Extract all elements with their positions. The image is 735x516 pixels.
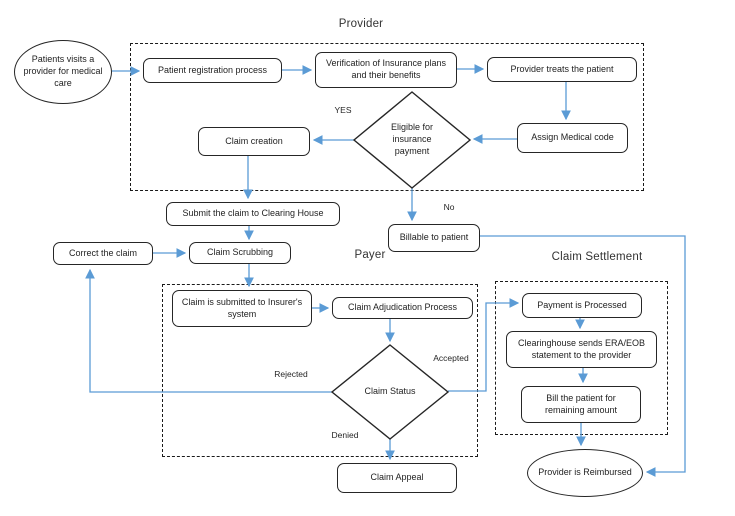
payer-region-box: [162, 284, 478, 457]
yes-edge-label: YES: [334, 105, 352, 115]
settlement-region-title: Claim Settlement: [551, 251, 643, 263]
claim-creation-step: Claim creation: [198, 127, 310, 156]
registration-step: Patient registration process: [143, 58, 282, 83]
assign-code-step: Assign Medical code: [517, 123, 628, 153]
clearinghouse-era-step: Clearinghouse sends ERA/EOB statement to…: [506, 331, 657, 368]
rejected-edge-label: Rejected: [274, 369, 308, 379]
eligible-decision-label: Eligible for insurance payment: [390, 122, 434, 156]
adjudication-step: Claim Adjudication Process: [332, 297, 473, 319]
claim-appeal-step: Claim Appeal: [337, 463, 457, 493]
eligible-decision-diamond: [352, 91, 472, 189]
claim-status-decision-diamond: [330, 344, 450, 440]
reimbursed-terminator: Provider is Reimbursed: [527, 449, 643, 497]
provider-region-box: [130, 43, 644, 191]
verification-step: Verification of Insurance plans and thei…: [315, 52, 457, 88]
provider-region-title: Provider: [338, 18, 384, 30]
start-terminator: Patients visits a provider for medical c…: [14, 40, 112, 104]
edge-status-accepted-to-payment: [448, 298, 520, 392]
payer-region-title: Payer: [354, 249, 386, 261]
edge-billable-to-reimbursed: [480, 235, 686, 477]
payment-processed-step: Payment is Processed: [522, 293, 642, 318]
edge-status-rejected-to-correct: [85, 268, 332, 393]
correct-claim-step: Correct the claim: [53, 242, 153, 265]
no-edge-label: No: [443, 202, 455, 212]
submit-clearing-step: Submit the claim to Clearing House: [166, 202, 340, 226]
claim-status-decision-label: Claim Status: [364, 386, 416, 397]
denied-edge-label: Denied: [331, 430, 359, 440]
claim-scrubbing-step: Claim Scrubbing: [189, 242, 291, 264]
submitted-insurer-step: Claim is submitted to Insurer's system: [172, 290, 312, 327]
accepted-edge-label: Accepted: [433, 353, 469, 363]
treats-step: Provider treats the patient: [487, 57, 637, 82]
bill-patient-step: Bill the patient for remaining amount: [521, 386, 641, 423]
billable-step: Billable to patient: [388, 224, 480, 252]
